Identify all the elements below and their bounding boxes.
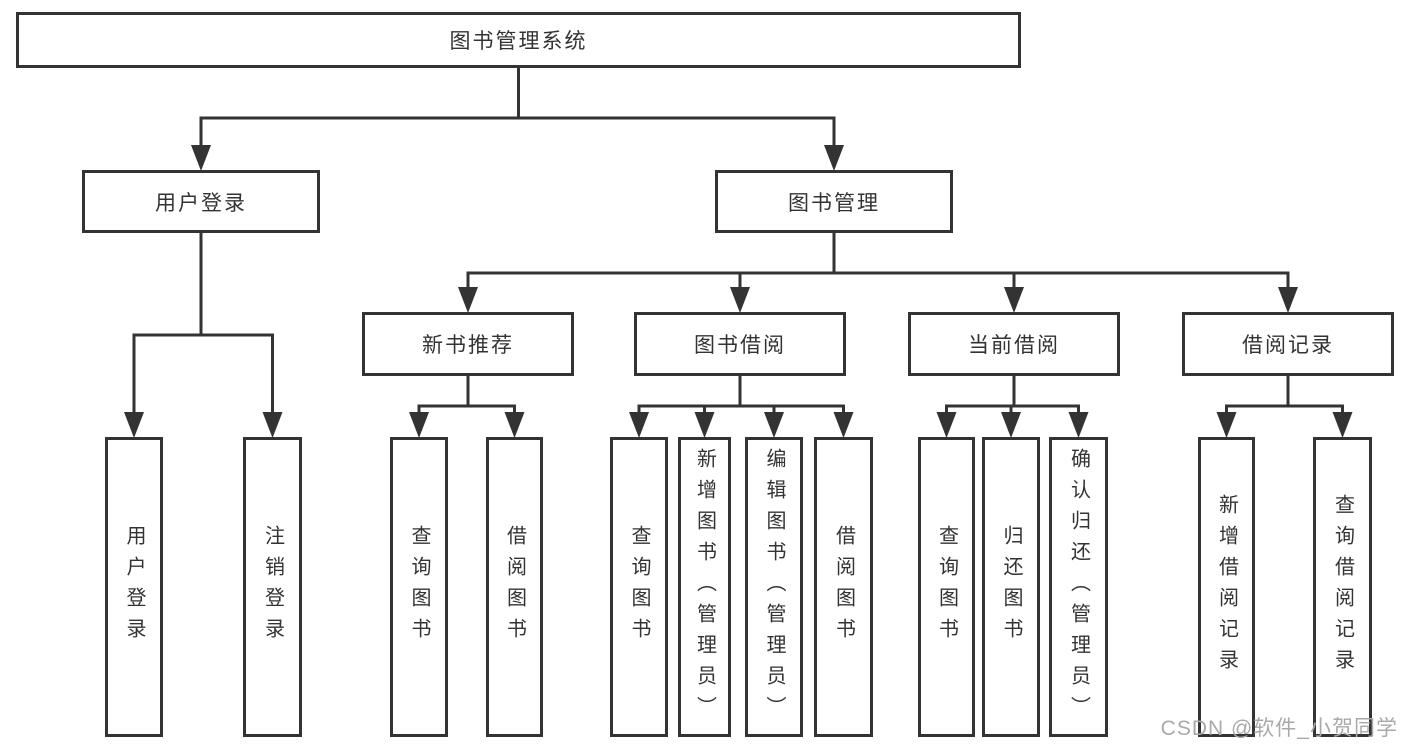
arrowhead (936, 412, 957, 438)
node-label: 新增图书（管理员） (693, 447, 716, 727)
node-label: 归还图书 (1000, 525, 1022, 649)
node-v-user-login: 用户登录 (105, 437, 163, 737)
node-label: 确认归还（管理员） (1067, 447, 1090, 727)
node-label: 图书借阅 (694, 334, 786, 357)
node-label: 用户登录 (155, 191, 247, 215)
node-label: 查询图书 (408, 525, 430, 649)
node-label: 查询图书 (628, 525, 650, 649)
node-v-add-book: 新增图书（管理员） (678, 437, 731, 737)
arrowhead (824, 145, 844, 171)
arrowhead (1278, 287, 1298, 313)
arrowhead (124, 412, 144, 438)
node-v-query-book-1: 查询图书 (390, 437, 448, 737)
arrowhead (504, 412, 525, 438)
node-v-query-book-3: 查询图书 (918, 437, 975, 737)
node-v-query-book-2: 查询图书 (610, 437, 668, 737)
node-label: 新增借阅记录 (1215, 494, 1238, 680)
arrowhead (833, 412, 854, 438)
arrowhead (1001, 412, 1021, 438)
node-label: 图书管理 (788, 191, 880, 215)
arrowhead (730, 287, 750, 313)
arrowhead (764, 412, 784, 438)
arrowhead (191, 145, 211, 171)
node-book-borrow: 图书借阅 (634, 312, 846, 376)
arrowhead (694, 412, 715, 438)
arrowhead (1332, 412, 1353, 438)
node-v-return-book: 归还图书 (982, 437, 1040, 737)
watermark: CSDN @软件_小贺同学 (1160, 717, 1398, 740)
node-label: 查询借阅记录 (1331, 494, 1354, 680)
node-label: 查询图书 (935, 525, 958, 649)
node-new-book-rec: 新书推荐 (362, 312, 574, 376)
node-label: 用户登录 (123, 525, 145, 649)
node-label: 图书管理系统 (449, 30, 588, 53)
node-label: 借阅图书 (503, 525, 526, 649)
node-label: 编辑图书（管理员） (763, 447, 785, 727)
node-root: 图书管理系统 (16, 12, 1021, 68)
node-label: 注销登录 (261, 525, 284, 649)
arrowhead (1068, 412, 1089, 438)
node-label: 借阅记录 (1242, 334, 1334, 357)
arrowhead (1004, 287, 1024, 313)
node-user-login: 用户登录 (82, 170, 320, 233)
arrowhead (629, 412, 649, 438)
arrowhead (262, 412, 283, 438)
arrowhead (458, 287, 478, 313)
arrowhead (409, 412, 429, 438)
node-label: 借阅图书 (832, 525, 855, 649)
node-v-borrow-book-2: 借阅图书 (814, 437, 873, 737)
arrowhead (1216, 412, 1237, 438)
node-book-mgmt: 图书管理 (715, 170, 953, 233)
node-v-confirm-return: 确认归还（管理员） (1049, 437, 1108, 737)
node-label: 当前借阅 (968, 334, 1060, 357)
node-v-logout: 注销登录 (243, 437, 302, 737)
node-v-add-record: 新增借阅记录 (1198, 437, 1255, 737)
node-current-borrow: 当前借阅 (908, 312, 1120, 376)
node-label: 新书推荐 (422, 334, 514, 357)
node-v-query-record: 查询借阅记录 (1313, 437, 1372, 737)
node-borrow-record: 借阅记录 (1182, 312, 1394, 376)
node-v-edit-book: 编辑图书（管理员） (745, 437, 803, 737)
node-v-borrow-book-1: 借阅图书 (486, 437, 543, 737)
